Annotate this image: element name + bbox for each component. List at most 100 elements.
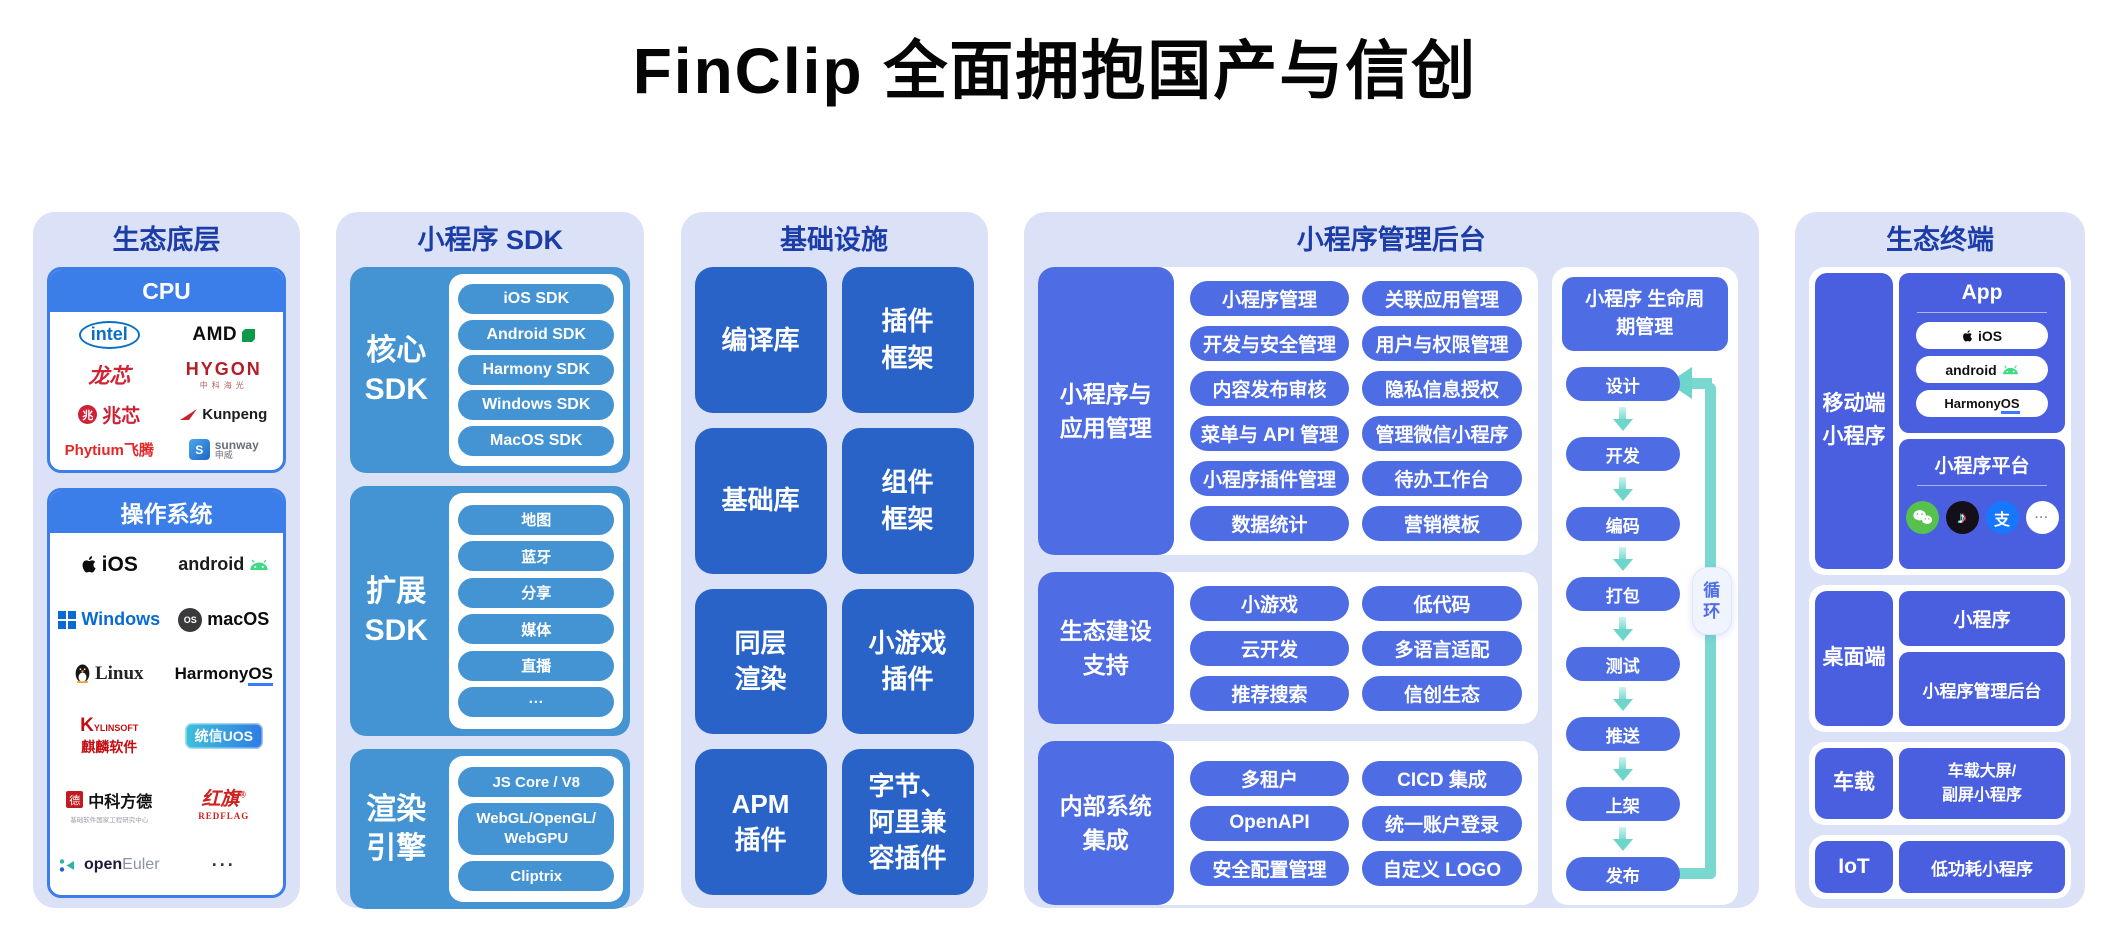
sdk-pill: JS Core / V8 <box>458 767 615 797</box>
arrow-down-icon <box>1612 407 1633 431</box>
infra-cell: 基础库 <box>694 427 827 574</box>
sdk-section-core: 核心 SDK iOS SDK Android SDK Harmony SDK W… <box>350 267 631 473</box>
mgmt-pill: 数据统计 <box>1189 506 1350 541</box>
fangde-seal-icon: 德 <box>66 791 84 808</box>
app-pill-ios: iOS <box>1916 322 2048 349</box>
mgmt-pill: 安全配置管理 <box>1189 850 1350 886</box>
infra-cell: 小游戏插件 <box>841 588 974 735</box>
sdk-render-panel: JS Core / V8 WebGL/OpenGL/WebGPU Cliptri… <box>449 756 624 902</box>
terminal-label-mobile: 移动端小程序 <box>1815 273 1893 569</box>
zhaoxin-badge-icon: 兆 <box>78 405 98 425</box>
terminal-vehicle-content: 车载大屏/副屏小程序 <box>1899 748 2065 819</box>
mgmt-pill: OpenAPI <box>1189 805 1350 841</box>
cpu-card-header: CPU <box>50 270 283 312</box>
mgmt-pill: 小程序插件管理 <box>1189 461 1350 496</box>
alipay-icon: 支 <box>1985 501 2019 534</box>
sdk-pill: iOS SDK <box>458 284 615 315</box>
terminal-row-vehicle: 车载 车载大屏/副屏小程序 <box>1809 742 2071 825</box>
sdk-render-label: 渲染引擎 <box>366 793 427 865</box>
macos-logo: OS macOS <box>167 592 282 647</box>
sdk-pill: 直播 <box>458 650 615 681</box>
app-pill-harmonyos: HarmonyOS <box>1916 390 2048 417</box>
mgmt-group-label: 生态建设支持 <box>1037 572 1174 724</box>
phytium-logo: Phytium飞腾 <box>64 442 154 460</box>
os-more: ··· <box>211 854 236 875</box>
mgmt-pill: 内容发布审核 <box>1189 371 1350 406</box>
app-box: App iOS android HarmonyOS <box>1899 273 2065 433</box>
mgmt-pill: 统一账户登录 <box>1362 805 1522 841</box>
page-title: FinClip 全面拥抱国产与信创 <box>632 35 1478 107</box>
sdk-pill: Android SDK <box>458 319 615 350</box>
sunway-logo: S sunway 申威 <box>167 433 282 466</box>
mgmt-pill: 开发与安全管理 <box>1189 326 1350 361</box>
column-infra: 基础设施 编译库 插件框架 基础库 组件框架 同层渲染 小游戏插件 APM插件 … <box>680 212 988 908</box>
ios-logo: iOS <box>52 537 167 592</box>
harmonyos-logo: HarmonyOS <box>167 647 282 700</box>
lifecycle-step: 设计 <box>1565 367 1680 401</box>
column-terminal: 生态终端 移动端小程序 App iOS android Harmon <box>1795 212 2085 908</box>
arrow-down-icon <box>1612 617 1633 641</box>
wechat-icon <box>1905 501 1939 534</box>
mgmt-pill: 营销模板 <box>1362 506 1522 541</box>
mgmt-pill: 推荐搜索 <box>1189 675 1350 711</box>
mgmt-pill: 用户与权限管理 <box>1362 326 1522 361</box>
lifecycle-steps: 设计 开发 编码 打包 测试 推送 上架 发布 <box>1565 367 1680 891</box>
mgmt-pill: 多语言适配 <box>1362 630 1522 666</box>
mgmt-group-label: 内部系统集成 <box>1037 741 1174 905</box>
kylinsoft-logo: KYLINSOFT 麒麟软件 <box>80 714 139 755</box>
mgmt-pill: 低代码 <box>1362 585 1522 621</box>
vehicle-box: 车载大屏/副屏小程序 <box>1899 748 2065 819</box>
platform-icons: ♪ 支 ··· <box>1905 501 2059 534</box>
mgmt-pill: 待办工作台 <box>1362 461 1522 496</box>
mgmt-pill: 小程序管理 <box>1189 281 1350 316</box>
lifecycle-step: 上架 <box>1565 787 1680 821</box>
sdk-section-ext: 扩展 SDK 地图 蓝牙 分享 媒体 直播 ··· <box>350 486 631 736</box>
lifecycle-step: 编码 <box>1565 507 1680 541</box>
mgmt-pill: 自定义 LOGO <box>1362 850 1522 886</box>
column-title-infra: 基础设施 <box>780 225 888 255</box>
sdk-pill: 地图 <box>458 504 615 535</box>
diagram-board: 生态底层 CPU intel AMD 龙芯 HYGON 中科海光 <box>33 212 2085 909</box>
sdk-pill: ··· <box>458 687 615 718</box>
os-card-header: 操作系统 <box>50 491 283 533</box>
mgmt-pill: 隐私信息授权 <box>1362 371 1522 406</box>
sdk-section-render: 渲染引擎 JS Core / V8 WebGL/OpenGL/WebGPU Cl… <box>350 749 631 909</box>
mgmt-pill: 云开发 <box>1189 630 1350 666</box>
uos-logo: 统信UOS <box>167 700 282 772</box>
android-logo: android <box>167 537 282 592</box>
sdk-pill: 分享 <box>458 577 615 608</box>
loongson-logo: 龙芯 <box>88 365 131 389</box>
app-box-title: App <box>1961 281 2003 304</box>
lifecycle-step: 测试 <box>1565 647 1680 681</box>
kunpeng-mark-icon <box>180 408 198 420</box>
mgmt-pill: 信创生态 <box>1362 675 1522 711</box>
terminal-iot-content: 低功耗小程序 <box>1899 841 2065 893</box>
column-sdk: 小程序 SDK 核心 SDK iOS SDK Android SDK Harmo… <box>336 212 645 909</box>
divider <box>1917 485 2047 486</box>
desktop-admin-box: 小程序管理后台 <box>1899 652 2065 726</box>
arrow-down-icon <box>1612 547 1633 571</box>
more-icon: ··· <box>2025 501 2059 534</box>
terminal-label-iot: IoT <box>1815 841 1893 893</box>
hygon-logo: HYGON 中科海光 <box>185 358 262 390</box>
mgmt-pill-grid: 小游戏 低代码 云开发 多语言适配 推荐搜索 信创生态 <box>1174 572 1538 724</box>
app-pill-android: android <box>1916 356 2048 383</box>
sdk-pill: MacOS SDK <box>458 425 615 456</box>
linux-logo: Linux <box>52 647 167 700</box>
os-card: 操作系统 iOS android Windows OS macOS <box>47 488 286 898</box>
apple-icon <box>82 556 96 573</box>
column-title-sdk: 小程序 SDK <box>417 225 563 255</box>
lifecycle-step: 打包 <box>1565 577 1680 611</box>
infra-cell: 编译库 <box>694 267 827 413</box>
sdk-pill: 媒体 <box>458 614 615 645</box>
sdk-pill: WebGL/OpenGL/WebGPU <box>458 803 615 855</box>
amd-mark-icon <box>242 328 256 342</box>
apple-icon <box>1962 329 1972 342</box>
sdk-pill: 蓝牙 <box>458 541 615 572</box>
mgmt-pill: 菜单与 API 管理 <box>1189 416 1350 451</box>
lifecycle-header: 小程序 生命周期管理 <box>1561 277 1728 351</box>
mgmt-groups: 小程序与应用管理 小程序管理 关联应用管理 开发与安全管理 用户与权限管理 内容… <box>1037 267 1538 905</box>
os-logo-grid: iOS android Windows OS macOS Linux <box>50 533 283 895</box>
infra-cell: 插件框架 <box>841 267 974 413</box>
infra-cell: 字节、阿里兼容插件 <box>841 749 974 895</box>
